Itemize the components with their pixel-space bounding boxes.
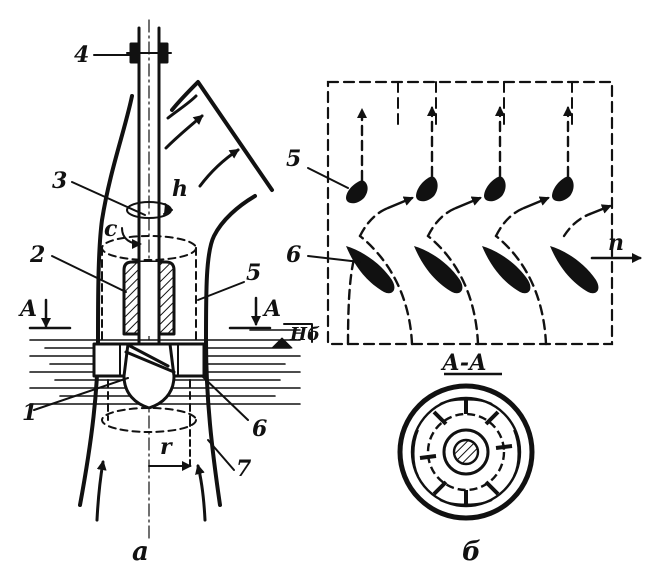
lower-blades [346, 246, 599, 294]
outflow-arrows [357, 106, 612, 216]
streamlines [346, 206, 592, 346]
caption-b: б [462, 537, 481, 567]
left-wall [78, 94, 134, 507]
c-indicator [121, 227, 142, 249]
label-tailwater: Нб [289, 324, 320, 345]
section-title: А-А [440, 350, 487, 376]
radius-dimension [148, 419, 192, 471]
label-2: 2 [29, 242, 45, 268]
cascade-leaders [307, 167, 361, 263]
label-h: h [172, 176, 188, 202]
label-c: c [104, 216, 118, 242]
label-5: 5 [246, 260, 261, 286]
label-1: 1 [22, 400, 37, 426]
upper-blades [346, 176, 574, 204]
cascade-dividers [397, 81, 573, 125]
blade-cascade [307, 80, 642, 346]
leader-lines [33, 54, 249, 471]
section-marker-left [28, 298, 72, 330]
turbine-schematic [28, 19, 313, 541]
labels-figure-b: 5 6 n А-А б [286, 146, 624, 567]
labels-figure-a: 4 3 2 5 1 6 7 c h r A A Нб а [18, 42, 320, 567]
section-disc [397, 372, 535, 521]
right-wall [170, 80, 274, 192]
caption-a: а [132, 537, 149, 567]
right-wall-inner [204, 194, 257, 507]
hub-2 [122, 260, 176, 338]
runner-cone-1 [122, 342, 176, 410]
cascade-frame [326, 80, 614, 346]
tailwater-marker [271, 323, 313, 349]
bearing-4 [126, 42, 172, 64]
label-n: n [608, 230, 624, 256]
rotation-arrow-h [126, 201, 173, 219]
label-section-left: A [18, 296, 37, 322]
label-7: 7 [236, 456, 252, 482]
label-b-5: 5 [286, 146, 301, 172]
label-section-right: A [262, 296, 281, 322]
disc-arcs [412, 398, 520, 506]
dashed-chamber [101, 235, 197, 433]
label-4: 4 [74, 42, 89, 68]
label-6: 6 [252, 416, 267, 442]
section-marker-right [228, 296, 272, 330]
label-r: r [160, 434, 173, 460]
label-3: 3 [52, 168, 67, 194]
flow-arrows [95, 114, 240, 522]
disc-vanes [419, 398, 513, 506]
label-b-6: 6 [286, 242, 301, 268]
